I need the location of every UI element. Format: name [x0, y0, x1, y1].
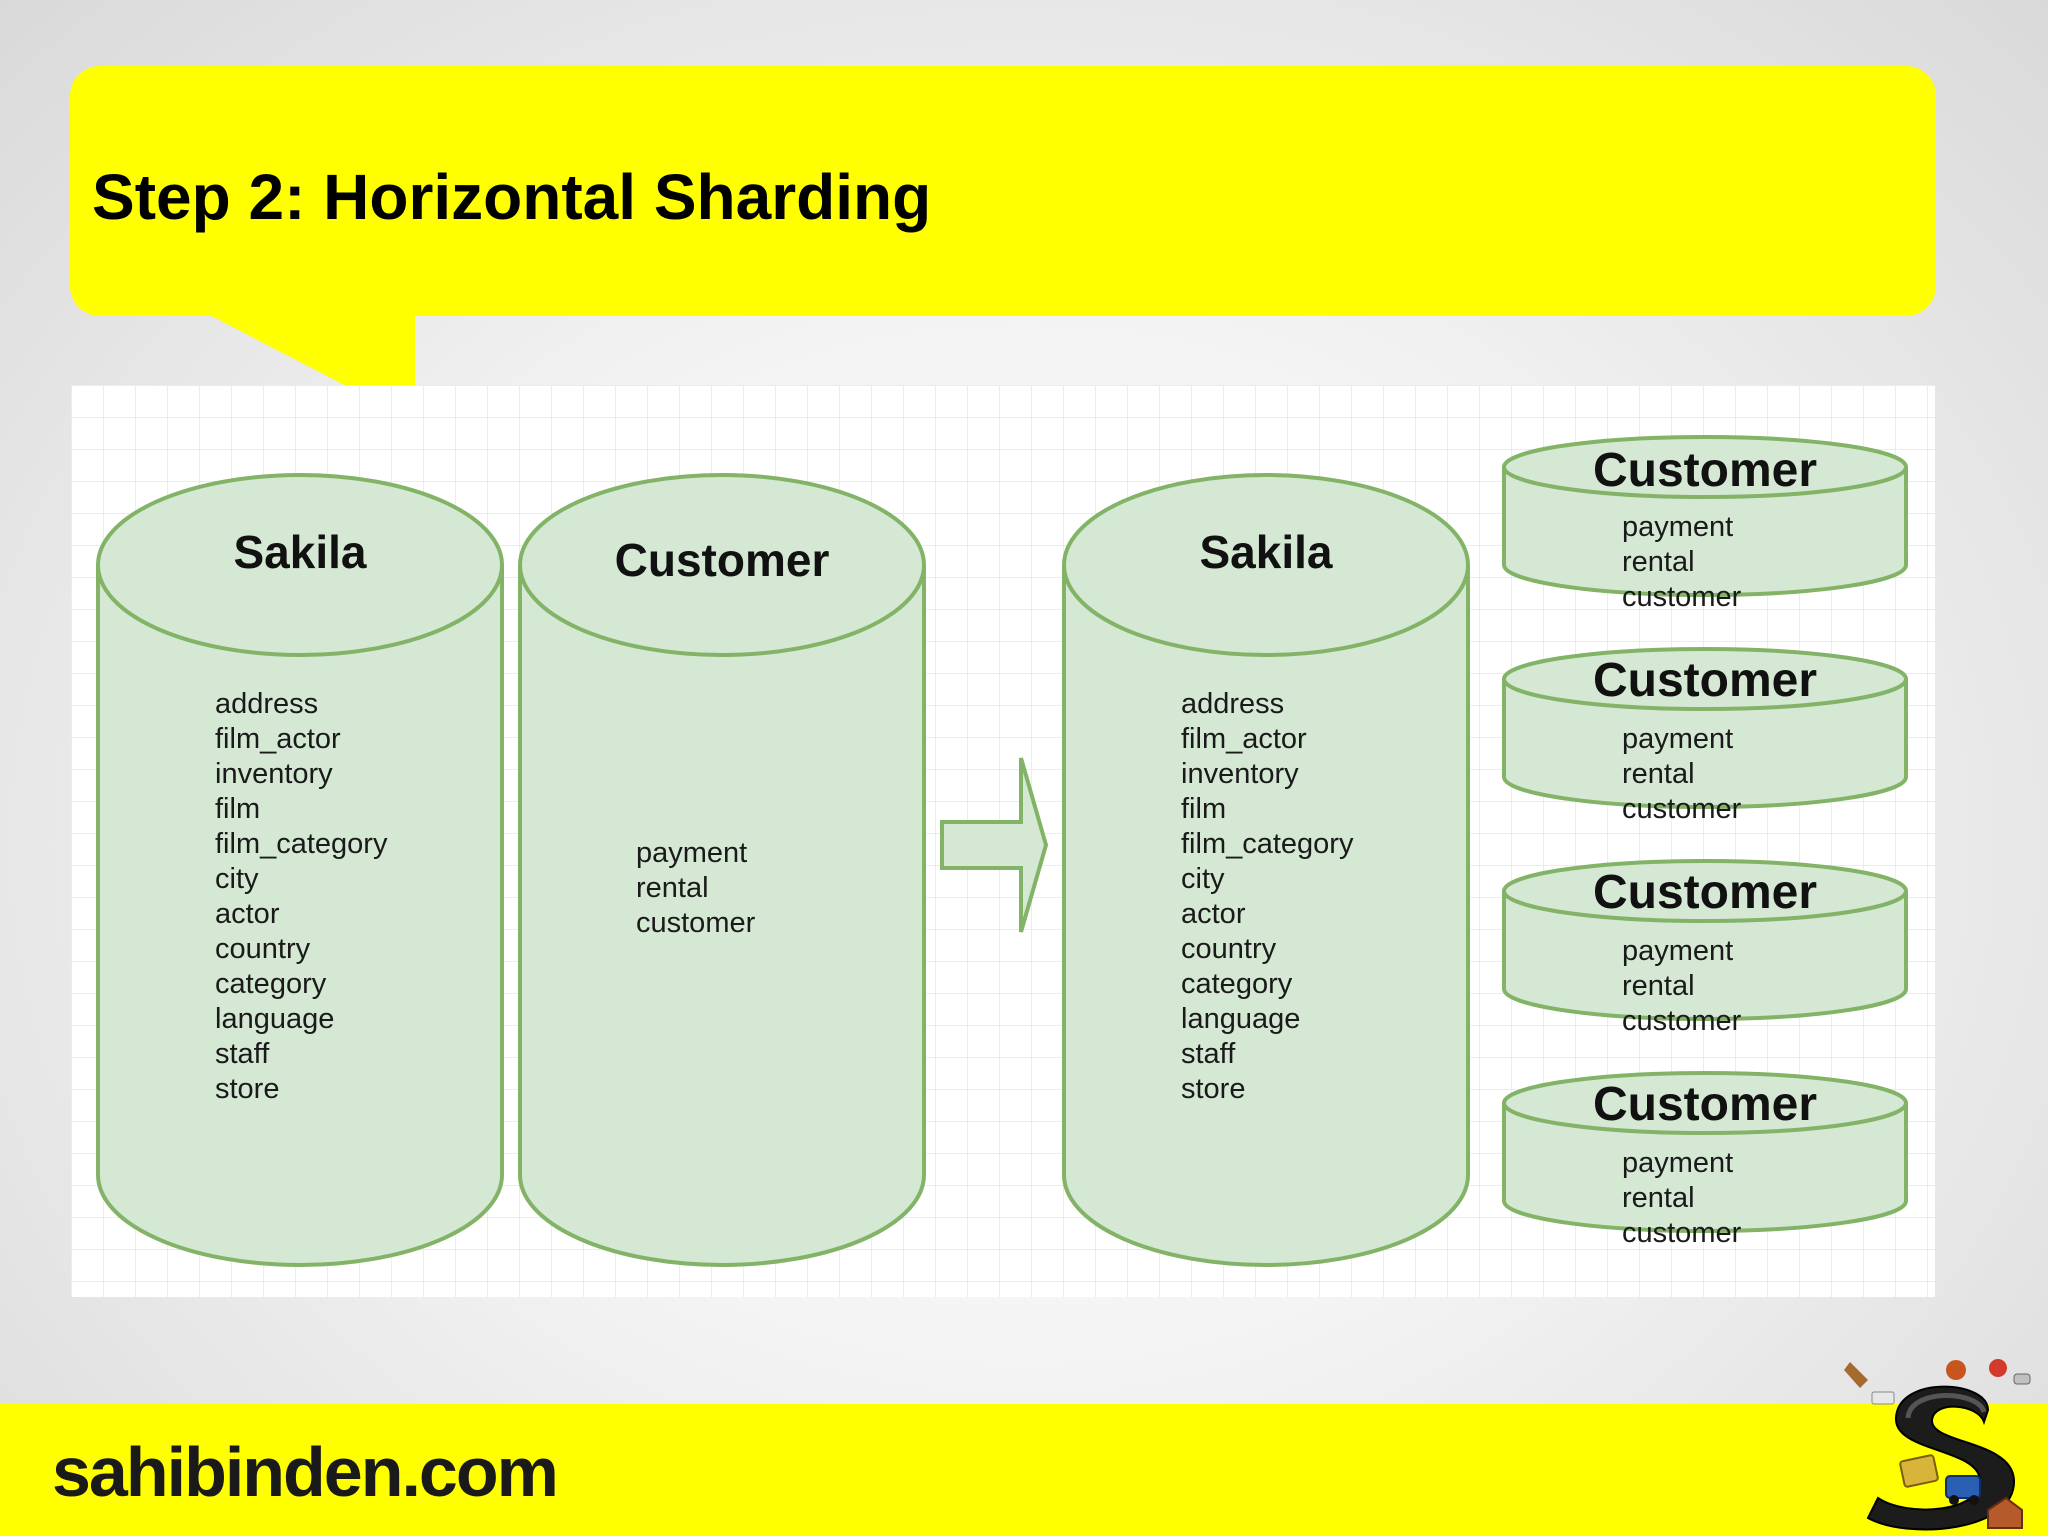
table-name: actor — [215, 898, 280, 930]
customer-shard-4: Customer payment rental customer — [1502, 1071, 1908, 1249]
table-name: country — [215, 933, 311, 965]
table-name: category — [1181, 968, 1293, 1000]
table-name: customer — [1622, 581, 1742, 613]
table-name: staff — [1181, 1038, 1236, 1070]
table-name: address — [215, 688, 318, 720]
table-name: rental — [1622, 970, 1695, 1002]
before-sakila-cylinder: Sakila address film_actor inventory film… — [96, 473, 504, 1267]
table-name: country — [1181, 933, 1277, 965]
before-customer-table-list: payment rental customer — [636, 837, 756, 939]
table-name: language — [1181, 1003, 1300, 1035]
table-name: city — [215, 863, 259, 895]
before-customer-title: Customer — [615, 534, 830, 586]
shard-title: Customer — [1593, 1078, 1817, 1131]
after-sakila-table-list: address film_actor inventory film film_c… — [1181, 688, 1354, 1105]
table-name: film_actor — [1181, 723, 1307, 755]
after-sakila-cylinder: Sakila address film_actor inventory film… — [1062, 473, 1470, 1267]
table-name: film — [1181, 793, 1226, 825]
right-arrow-icon — [940, 757, 1049, 933]
title-callout — [70, 66, 1936, 316]
shard-title: Customer — [1593, 866, 1817, 919]
table-name: city — [1181, 863, 1225, 895]
before-customer-cylinder: Customer payment rental customer — [518, 473, 926, 1267]
table-name: payment — [1622, 935, 1733, 967]
customer-shard-1: Customer payment rental customer — [1502, 435, 1908, 613]
table-name: inventory — [215, 758, 333, 790]
table-name: payment — [636, 837, 747, 869]
table-name: film_category — [215, 828, 388, 860]
table-name: payment — [1622, 511, 1733, 543]
table-name: staff — [215, 1038, 270, 1070]
table-name: inventory — [1181, 758, 1299, 790]
shard-title: Customer — [1593, 654, 1817, 707]
table-name: rental — [1622, 1182, 1695, 1214]
table-name: language — [215, 1003, 334, 1035]
table-name: payment — [1622, 723, 1733, 755]
before-sakila-table-list: address film_actor inventory film film_c… — [215, 688, 388, 1105]
shard-title: Customer — [1593, 444, 1817, 497]
customer-shard-3: Customer payment rental customer — [1502, 859, 1908, 1037]
table-name: customer — [1622, 793, 1742, 825]
table-name: payment — [1622, 1147, 1733, 1179]
table-name: store — [1181, 1073, 1245, 1105]
footer-band — [0, 1404, 2048, 1536]
sahibinden-logo-icon — [1844, 1359, 2031, 1531]
after-sakila-title: Sakila — [1200, 526, 1333, 578]
brand-wordmark: sahibinden.com — [52, 1433, 559, 1511]
table-name: customer — [1622, 1217, 1742, 1249]
table-name: customer — [636, 907, 756, 939]
table-name: film_category — [1181, 828, 1354, 860]
table-name: rental — [636, 872, 709, 904]
before-sakila-title: Sakila — [234, 526, 367, 578]
table-name: film — [215, 793, 260, 825]
table-name: address — [1181, 688, 1284, 720]
slide-title: Step 2: Horizontal Sharding — [92, 161, 932, 233]
table-name: customer — [1622, 1005, 1742, 1037]
table-name: film_actor — [215, 723, 341, 755]
sharding-diagram: Sakila address film_actor inventory film… — [71, 385, 1935, 1297]
table-name: category — [215, 968, 327, 1000]
table-name: rental — [1622, 758, 1695, 790]
table-name: store — [215, 1073, 279, 1105]
table-name: actor — [1181, 898, 1246, 930]
table-name: rental — [1622, 546, 1695, 578]
customer-shard-2: Customer payment rental customer — [1502, 647, 1908, 825]
